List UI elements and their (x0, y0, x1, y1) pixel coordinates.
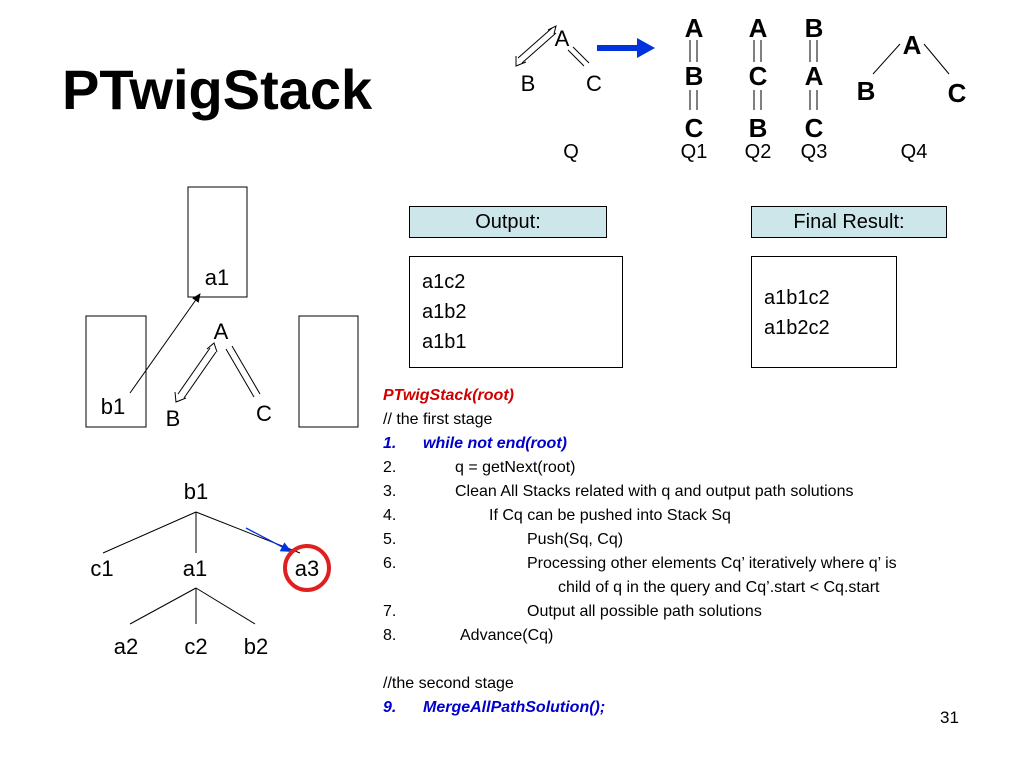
code-line-number: 5. (383, 531, 397, 548)
code-line-9: 9. MergeAllPathSolution(); (383, 696, 605, 720)
code-line-5: 5. Push(Sq, Cq) (383, 528, 623, 552)
highlight-circle (283, 544, 331, 592)
query-q2: A C B Q2 (745, 13, 772, 163)
final-result-line: a1b2c2 (764, 317, 830, 339)
stack-b-entry: b1 (101, 394, 125, 419)
q2-node-2: C (749, 61, 768, 91)
q3-node-3: C (805, 113, 824, 143)
code-line-text: Advance(Cq) (460, 627, 554, 644)
stack-b (85, 315, 147, 428)
q4-node-a: A (903, 30, 922, 60)
code-comment-second-stage: //the second stage (383, 675, 514, 692)
output-header: Output: (409, 206, 607, 238)
code-line-2: 2. q = getNext(root) (383, 456, 576, 480)
code-title: PTwigStack(root) (383, 387, 514, 404)
stack-c (298, 315, 359, 428)
tree-node-a1: a1 (183, 556, 207, 581)
final-result-line: a1b1c2 (764, 287, 830, 309)
code-line-1: 1. while not end(root) (383, 432, 567, 456)
q3-node-1: B (805, 13, 824, 43)
tree-blue-arrow (245, 527, 292, 552)
slide-title: PTwigStack (62, 58, 373, 121)
output-line: a1b1 (422, 331, 467, 353)
stack-pointer-arrow (129, 293, 201, 394)
q-label: Q (563, 141, 579, 163)
stack-query-c: C (256, 401, 272, 426)
q2-label: Q2 (745, 141, 772, 163)
code-blank-line (383, 648, 514, 672)
stack-query-b: B (166, 406, 181, 431)
query-q: A B C Q (515, 25, 602, 163)
q1-node-2: B (685, 61, 704, 91)
transform-arrow (597, 38, 655, 58)
stack-query-double-arrow (174, 342, 218, 403)
code-line-number: 8. (383, 627, 397, 644)
tree-node-c1: c1 (90, 556, 113, 581)
stacks-diagram: a1 b1 A B C (85, 186, 359, 431)
code-line-text: If Cq can be pushed into Stack Sq (489, 507, 731, 524)
code-line-text: child of q in the query and Cq’.start < … (558, 579, 880, 596)
tree-node-b1: b1 (184, 479, 208, 504)
query-q3: B A C Q3 (801, 13, 828, 163)
code-line-number: 9. (383, 699, 397, 716)
stack-query-edge-ac (225, 345, 261, 398)
q4-label: Q4 (901, 141, 928, 163)
q1-label: Q1 (681, 141, 708, 163)
code-line-number: 3. (383, 483, 397, 500)
q-node-b: B (521, 71, 536, 96)
output-line: a1c2 (422, 271, 466, 293)
q1-node-3: C (685, 113, 704, 143)
q-node-a: A (555, 26, 570, 51)
q-node-c: C (586, 71, 602, 96)
tree-node-a3: a3 (295, 556, 319, 581)
q2-node-1: A (749, 13, 768, 43)
final-result-header: Final Result: (751, 206, 947, 238)
code-line-text: Push(Sq, Cq) (527, 531, 624, 548)
stack-query-a: A (214, 319, 229, 344)
q-edge-ac (567, 46, 590, 67)
code-line-text: q = getNext(root) (455, 459, 576, 476)
page-number: 31 (940, 708, 959, 727)
q4-node-b: B (857, 76, 876, 106)
q2-node-3: B (749, 113, 768, 143)
code-line-number: 6. (383, 555, 397, 572)
tree-node-a2: a2 (114, 634, 138, 659)
code-line-6: 6. Processing other elements Cq’ iterati… (383, 552, 897, 576)
query-q4: A B C Q4 (857, 30, 967, 163)
q3-label: Q3 (801, 141, 828, 163)
code-line-7: 7. Output all possible path solutions (383, 600, 762, 624)
code-line-4: 4. If Cq can be pushed into Stack Sq (383, 504, 731, 528)
q3-node-2: A (805, 61, 824, 91)
query-q1: A B C Q1 (681, 13, 708, 163)
output-box: a1c2 a1b2 a1b1 (409, 256, 623, 368)
tree-node-c2: c2 (184, 634, 207, 659)
final-result-box: a1b1c2 a1b2c2 (751, 256, 897, 368)
code-line-text: MergeAllPathSolution(); (423, 699, 606, 716)
q1-node-1: A (685, 13, 704, 43)
code-line-text: while not end(root) (423, 435, 567, 452)
q-double-arrow-ab (515, 25, 557, 67)
pseudocode: PTwigStack(root) // the first stage 1. w… (383, 384, 897, 720)
q4-node-c: C (948, 78, 967, 108)
code-line-6-continued: child of q in the query and Cq’.start < … (383, 576, 880, 600)
code-comment-first-stage: // the first stage (383, 411, 493, 428)
stack-a (187, 186, 248, 298)
code-line-text: Output all possible path solutions (527, 603, 762, 620)
code-line-3: 3. Clean All Stacks related with q and o… (383, 480, 853, 504)
data-tree: b1 c1 a1 a3 a2 c2 b2 (90, 479, 331, 659)
code-line-number: 2. (383, 459, 397, 476)
code-line-text: Clean All Stacks related with q and outp… (455, 483, 854, 500)
tree-node-b2: b2 (244, 634, 268, 659)
code-line-number: 1. (383, 435, 397, 452)
stack-a-entry: a1 (205, 265, 229, 290)
code-line-number: 4. (383, 507, 397, 524)
output-line: a1b2 (422, 301, 467, 323)
code-line-text: Processing other elements Cq’ iterativel… (527, 555, 897, 572)
code-line-number: 7. (383, 603, 397, 620)
code-line-8: 8. Advance(Cq) (383, 624, 553, 648)
